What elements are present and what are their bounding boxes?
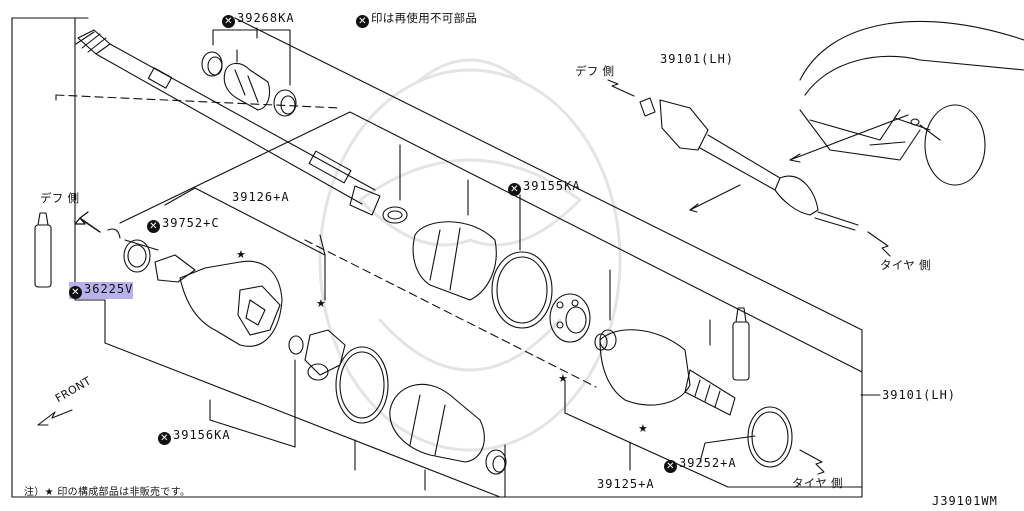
part-label-36225[interactable]: ✕36225V <box>69 282 134 299</box>
part-label-39125[interactable]: 39125+A <box>597 477 655 491</box>
part-label-39155[interactable]: ✕39155KA <box>508 179 581 196</box>
drive-shaft <box>75 29 381 216</box>
outer-joint <box>599 329 793 468</box>
footnote: 注）★ 印の構成部品は非販売です。 <box>24 487 191 498</box>
direction-diff-top: デフ 側 <box>575 64 615 78</box>
boot-39155 <box>382 206 553 329</box>
oil-seal <box>107 228 151 273</box>
tripod-spider <box>288 329 346 381</box>
non-reusable-icon: ✕ <box>664 460 677 473</box>
part-label-39101-right[interactable]: 39101(LH) <box>882 388 957 402</box>
direction-diff-left: デフ 側 <box>40 191 80 205</box>
outer-top-diag <box>234 17 863 331</box>
star-marker: ★ <box>236 248 246 261</box>
car-illustration <box>789 20 1024 186</box>
part-label-39126[interactable]: 39126+A <box>232 190 290 204</box>
part-label-39752[interactable]: ✕39752+C <box>147 216 220 233</box>
non-reusable-icon: ✕ <box>147 220 160 233</box>
non-reusable-icon: ✕ <box>356 15 369 28</box>
arrow-diff-top <box>607 79 635 97</box>
part-label-39156[interactable]: ✕39156KA <box>158 428 231 445</box>
star-marker: ★ <box>638 422 648 435</box>
part-label-39101-top[interactable]: 39101(LH) <box>660 52 735 66</box>
grease-tube-right <box>732 307 750 381</box>
inner-joint-housing <box>154 254 283 347</box>
joint-bearing <box>549 293 591 343</box>
arrow-front <box>37 409 73 426</box>
direction-tire-right: タイヤ 側 <box>880 258 931 272</box>
box-39126 <box>164 187 326 301</box>
boot-39156 <box>335 346 507 475</box>
non-reusable-icon: ✕ <box>508 183 521 196</box>
arrow-diff-left <box>74 211 101 233</box>
non-reusable-icon: ✕ <box>69 286 82 299</box>
outer-frame <box>11 17 863 498</box>
arrow-tire-right <box>867 231 891 257</box>
box-39155 <box>119 111 863 373</box>
direction-tire-bottom: タイヤ 側 <box>792 476 843 490</box>
part-label-39268[interactable]: ✕39268KA <box>222 11 295 28</box>
watermark-emblem <box>318 58 622 452</box>
arrow-tire-bottom <box>799 449 825 475</box>
non-reusable-notice: ✕印は再使用不可部品 <box>356 11 477 28</box>
non-reusable-icon: ✕ <box>222 15 235 28</box>
diagram-code: J39101WM <box>932 494 998 508</box>
part-label-39252[interactable]: ✕39252+A <box>664 456 737 473</box>
grease-tube-left <box>34 212 52 288</box>
star-marker: ★ <box>316 297 326 310</box>
non-reusable-icon: ✕ <box>158 432 171 445</box>
star-marker: ★ <box>558 372 568 385</box>
shaft-assembly-lh <box>639 97 859 231</box>
boot-39268 <box>201 51 297 117</box>
